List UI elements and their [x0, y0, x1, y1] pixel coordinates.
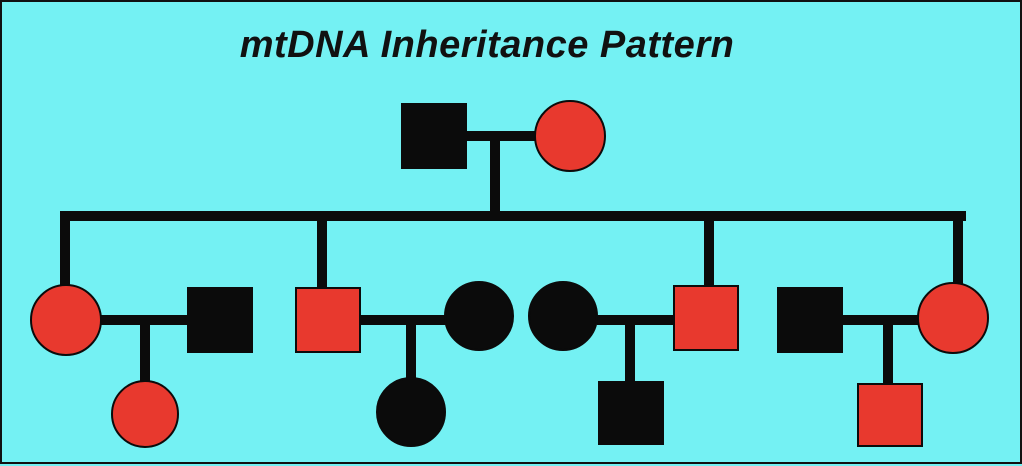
g3-child-1-circle — [111, 380, 179, 448]
connector-lines — [60, 131, 966, 387]
g2-daughter-2-circle — [917, 282, 989, 354]
g2-daughter-1-circle — [30, 284, 102, 356]
g3-child-4-square — [857, 383, 923, 447]
diagram-title: mtDNA Inheritance Pattern — [239, 24, 735, 66]
g2-son-2-square — [673, 285, 739, 351]
g1-father-square — [401, 103, 467, 169]
g2-spouse-1-square — [187, 287, 253, 353]
g2-spouse-3-circle — [528, 281, 598, 351]
g3-child-3-square — [598, 381, 664, 445]
g1-mother-circle — [534, 100, 606, 172]
g2-spouse-2-circle — [444, 281, 514, 351]
g3-child-2-circle — [376, 377, 446, 447]
g2-spouse-4-square — [777, 287, 843, 353]
g2-son-1-square — [295, 287, 361, 353]
